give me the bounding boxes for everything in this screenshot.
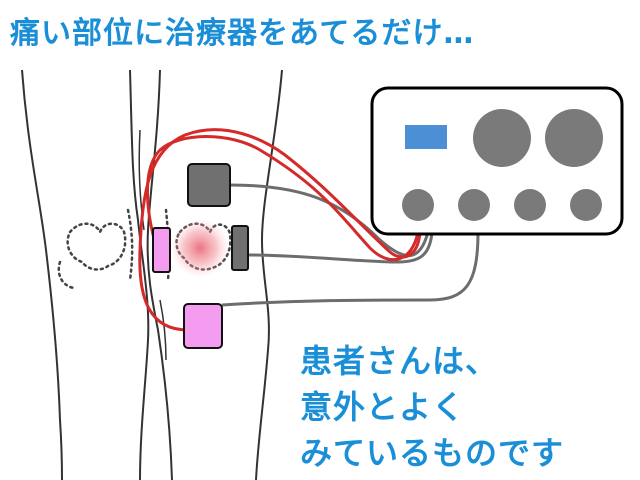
note-line-1: 患者さんは、 (300, 342, 499, 380)
electrode-pad-pink-left (152, 227, 171, 273)
headline-text: 痛い部位に治療器をあてるだけ… (10, 16, 475, 51)
electrode-pad-gray-right (231, 225, 249, 271)
indicator-display-icon (405, 125, 447, 149)
electrode-pad-gray-top (187, 163, 231, 207)
treatment-device (370, 86, 624, 236)
pain-spot-icon (170, 218, 230, 278)
red-lead-wires (138, 128, 422, 332)
note-line-3: みているものです (300, 434, 565, 472)
note-line-2: 意外とよく (300, 388, 466, 426)
large-knob-icon (545, 109, 603, 167)
large-knob-icon (473, 109, 531, 167)
small-knob-icon (514, 189, 546, 221)
knee-outline-icon (21, 69, 283, 480)
small-knob-icon (402, 189, 434, 221)
small-knob-icon (458, 189, 490, 221)
electrode-pad-pink-bottom (183, 303, 223, 349)
small-knob-icon (570, 189, 602, 221)
